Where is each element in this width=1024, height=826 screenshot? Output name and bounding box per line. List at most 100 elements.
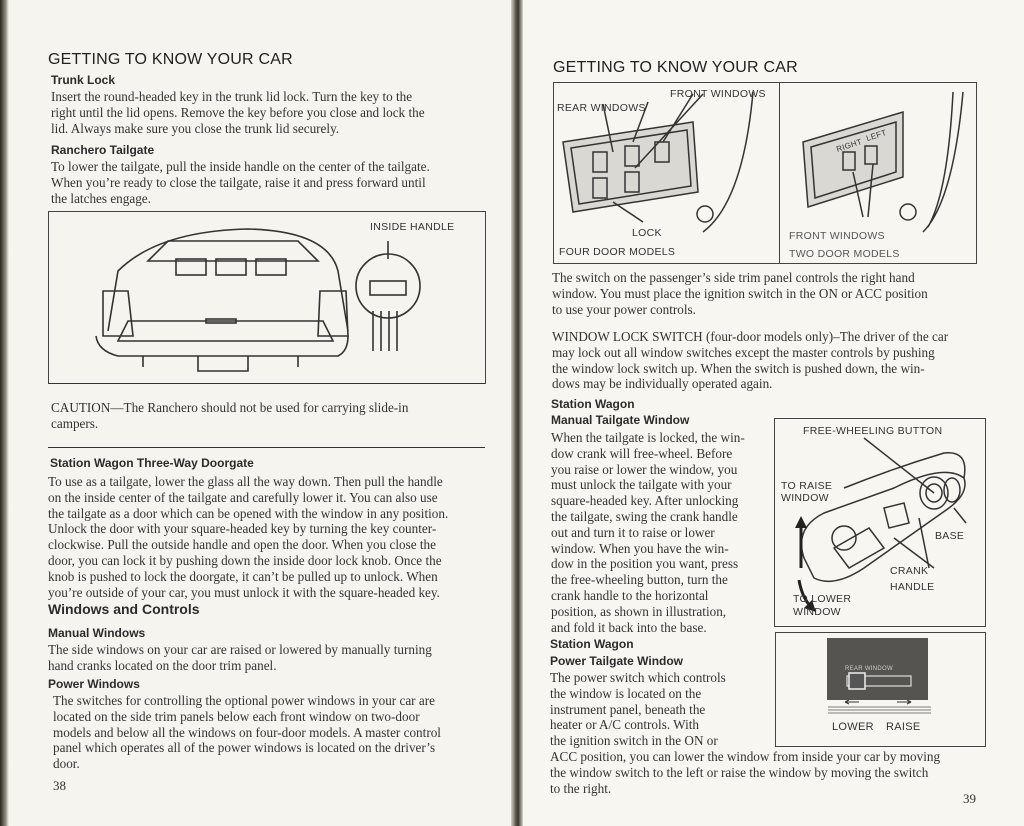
heading-manual-tailgate-window: Manual Tailgate Window [551,413,690,427]
label-front-windows: FRONT WINDOWS [670,88,766,100]
label-rear-window: REAR WINDOW [845,666,893,672]
heading-manual-windows: Manual Windows [48,626,146,640]
heading-three-way-doorgate: Station Wagon Three-Way Doorgate [50,456,254,470]
divider [48,383,485,384]
tailgate-crank-illustration [795,437,967,612]
paragraph-manual-tailgate: When the tailgate is locked, the win-dow… [551,430,745,635]
figure-divider [779,82,780,263]
text-line: When you’re ready to close the tailgate,… [51,174,426,190]
text-line: the latches engage. [51,190,151,206]
label-crank-handle: CRANK HANDLE [890,563,934,595]
paragraph-doorgate: To use as a tailgate, lower the glass al… [48,474,448,600]
label-line: TO RAISE [781,480,833,492]
page-number-left: 38 [53,778,66,793]
text-line: the window switch to the left or raise t… [550,764,929,780]
text-line: the tailgate, swing the crank handle [551,508,738,524]
crank-figure [774,418,986,627]
text-line: Unlock the door with your square-headed … [48,521,437,537]
text-line: To lower the tailgate, pull the inside h… [51,159,430,174]
text-line: door, you can lock it by pushing down th… [48,552,442,568]
label-rear-windows: REAR WINDOWS [557,102,646,114]
text-line: the window is located on the [550,685,702,701]
paragraph-ranchero-tailgate: To lower the tailgate, pull the inside h… [51,159,430,206]
text-line: you’re outside of your car, you must unl… [48,584,440,600]
page-title-left: GETTING TO KNOW YOUR CAR [48,51,293,68]
label-line: TO LOWER [793,593,852,605]
rear-window-switch-figure [775,632,986,747]
label-four-door-models: FOUR DOOR MODELS [559,246,676,258]
label-raise: RAISE [886,721,921,733]
text-line: to the right. [550,780,612,796]
text-line: door. [53,756,80,772]
paragraph-power-tailgate-continued: ACC position, you can lower the window f… [550,749,940,796]
label-base: BASE [935,530,965,542]
text-line: dow in the position you want, press [551,556,739,572]
text-line: and fold it back into the base. [551,619,707,635]
text-line: CAUTION—The Ranchero should not be used … [51,400,409,415]
text-line: dow crank will free-wheel. Before [551,445,733,461]
power-window-switches-illustration [562,91,964,233]
text-line: you raise or lower the window, you [551,461,738,477]
text-line: The power switch which controls [550,670,726,685]
label-line: HANDLE [890,581,935,593]
text-line: models and below all the windows on four… [53,724,441,740]
text-line: may lock out all window switches except … [552,344,935,360]
left-page [0,0,514,826]
text-line: dows may be individually operated again. [552,376,773,392]
text-line: hand cranks located on the door trim pan… [48,657,277,673]
paragraph-window-lock-switch: WINDOW LOCK SWITCH (four-door models onl… [552,329,948,392]
text-line: panel which operates all of the power wi… [53,740,436,756]
text-line: crank handle to the horizontal [551,587,709,603]
ranchero-tailgate-illustration [95,228,421,372]
label-free-wheeling-button: FREE-WHEELING BUTTON [803,425,943,437]
text-line: To use as a tailgate, lower the glass al… [48,474,443,489]
label-front-windows-two-door: FRONT WINDOWS [789,230,885,242]
book-gutter [511,0,523,826]
text-line: knob is pushed to lock the doorgate, it … [48,568,438,584]
text-line: on the inside center of the tailgate and… [48,489,438,505]
text-line: lid. Always make sure you close the trun… [51,120,340,136]
text-line: instrument panel, beneath the [550,701,706,717]
label-lock: LOCK [632,227,662,239]
book-edge [0,0,9,826]
text-line: position, as shown in illustration, [551,603,727,619]
heading-station-wagon-2: Station Wagon [550,637,634,651]
heading-power-tailgate-window: Power Tailgate Window [550,654,684,668]
text-line: to use your power controls. [552,301,696,317]
rear-window-switch-illustration [828,672,931,714]
label-two-door-models: TWO DOOR MODELS [789,248,900,260]
paragraph-manual-windows: The side windows on your car are raised … [48,642,432,674]
ranchero-figure [48,211,486,384]
text-line: the window lock switch up. When the swit… [552,360,925,376]
divider [48,447,485,448]
text-line: The switches for controlling the optiona… [53,693,435,708]
page-number-right: 39 [963,791,976,806]
text-line: window. You must place the ignition swit… [552,285,928,301]
text-line: right until the lid opens. Remove the ke… [51,104,425,120]
paragraph-trunk-lock: Insert the round-headed key in the trunk… [51,89,425,136]
paragraph-passenger-switch: The switch on the passenger’s side trim … [552,270,928,317]
caution-text: CAUTION—The Ranchero should not be used … [51,400,408,432]
paragraph-power-windows: The switches for controlling the optiona… [53,693,441,772]
heading-power-windows: Power Windows [48,677,140,691]
label-line: CRANK [890,565,929,577]
label-line: WINDOW [793,606,841,618]
power-window-switch-figure [553,82,977,264]
label-line: WINDOW [781,492,829,504]
text-line: The side windows on your car are raised … [48,642,432,657]
text-line: campers. [51,415,99,431]
text-line: Insert the round-headed key in the trunk… [51,89,413,104]
text-line: the ignition switch in the ON or [550,733,718,749]
text-line: clockwise. Pull the outside handle and o… [48,537,436,553]
text-line: When the tailgate is locked, the win- [551,430,745,445]
text-line: WINDOW LOCK SWITCH (four-door models onl… [552,329,949,344]
heading-windows-controls: Windows and Controls [48,601,200,617]
switch-panel [827,638,928,700]
text-line: out and turn it to raise or lower [551,524,715,540]
label-inside-handle: INSIDE HANDLE [370,221,455,233]
label-lower: LOWER [832,721,874,733]
text-line: the tailgate as a door which can be open… [48,505,449,521]
